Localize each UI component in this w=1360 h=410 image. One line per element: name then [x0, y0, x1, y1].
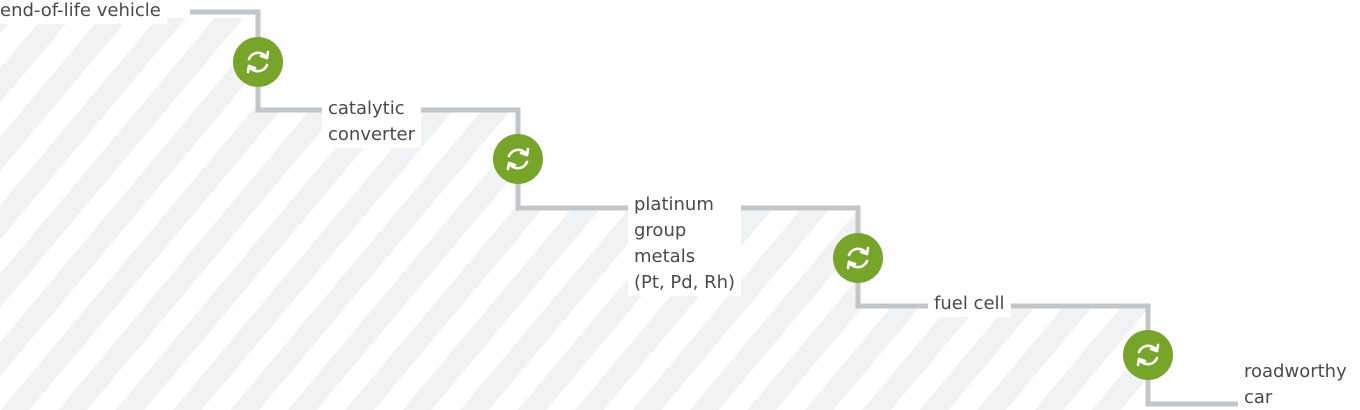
step-label-fuel-cell: fuel cell	[928, 291, 1011, 317]
step-label-catalytic-converter: catalytic converter	[322, 96, 421, 148]
step-label-roadworthy-car: roadworthy car	[1238, 359, 1347, 410]
recycle-icon	[233, 37, 283, 87]
recycle-icon	[493, 134, 543, 184]
step-label-end-of-life-vehicle: end-of-life vehicle	[0, 0, 167, 24]
recycle-icon	[833, 233, 883, 283]
recycle-icon	[1123, 330, 1173, 380]
step-label-platinum-group-metals: platinum group metals (Pt, Pd, Rh)	[628, 192, 742, 296]
